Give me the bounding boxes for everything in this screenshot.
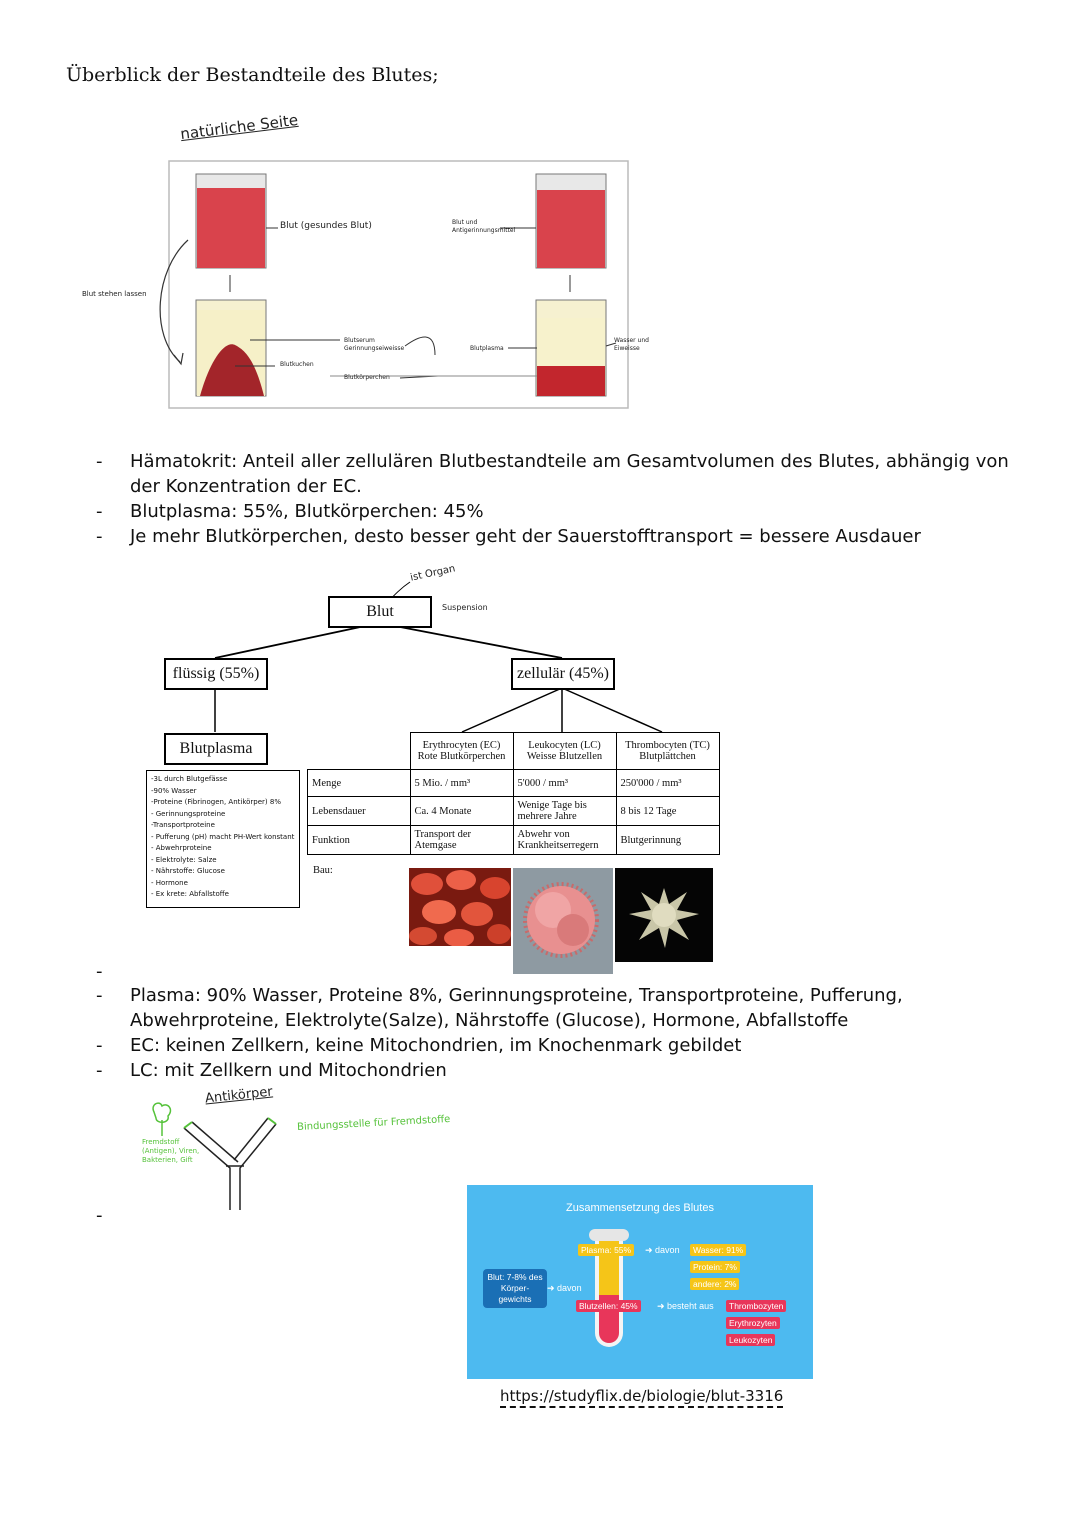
badge-leuko: Leukozyten (726, 1334, 776, 1346)
row-label: Menge (307, 769, 411, 797)
table-cell: Blutgerinnung (615, 825, 720, 855)
tree-lines (214, 581, 663, 733)
table-header-tc: Thrombocyten (TC) Blutplättchen (615, 732, 720, 770)
list-item: - (96, 961, 103, 982)
blood-composition-infographic: Zusammensetzung des Blutes Blut: 7-8% de… (467, 1185, 813, 1379)
bau-label: Bau: (313, 865, 333, 876)
label-davon-2: ➜ davon (645, 1245, 680, 1255)
antibody-binding-note: Bindungsstelle für Fremdstoffe (296, 1113, 451, 1134)
table-cell: 8 bis 12 Tage (615, 796, 720, 826)
table-cell: 5'000 / mm³ (512, 769, 617, 797)
badge-other: andere: 2% (690, 1278, 740, 1290)
source-link[interactable]: https://studyflix.de/biologie/blut-3316 (500, 1387, 784, 1408)
sketch-label-water: Wasser und Eiweisse (614, 337, 649, 352)
tree-node-plasma: Blutplasma (164, 733, 268, 765)
table-header-lc: Leukocyten (LC) Weisse Blutzellen (512, 732, 617, 770)
table-cell: Transport der Atemgase (409, 825, 514, 855)
plasma-notes-box: -3L durch Blutgefässe -90% Wasser -Prote… (146, 770, 300, 908)
list-item: - Elektrolyte: Salze (151, 855, 217, 864)
list-item: -3L durch Blutgefässe (151, 775, 228, 783)
infographic-title: Zusammensetzung des Blutes (566, 1202, 714, 1214)
sketch-label-let-stand: Blut stehen lassen (82, 290, 147, 298)
list-item: -Transportproteine (151, 821, 215, 829)
badge-thrombo: Thrombozyten (726, 1300, 787, 1312)
tree-node-cellular: zellulär (45%) (511, 658, 615, 690)
bullet-dash: - (96, 1205, 103, 1226)
badge-erythro: Erythrozyten (726, 1317, 780, 1329)
tree-root-blood: Blut (328, 596, 432, 628)
list-item: -EC: keinen Zellkern, keine Mitochondrie… (96, 1035, 742, 1056)
erythrocyte-image (409, 868, 511, 946)
bullet-list-1: -Hämatokrit: Anteil aller zellulären Blu… (96, 449, 1010, 549)
table-cell: 250'000 / mm³ (615, 769, 720, 797)
sketch-label-serum: Blutserum Gerinnungseiweisse (344, 337, 405, 352)
tree-node-liquid: flüssig (55%) (164, 658, 268, 690)
list-item: - Nährstoffe: Glucose (151, 867, 225, 875)
list-item: -Proteine (Fibrinogen, Antikörper) 8% (151, 798, 281, 806)
label-davon-1: ➜ davon (547, 1283, 582, 1293)
list-item: - Ex krete: Abfallstoffe (151, 890, 229, 898)
list-item: - Pufferung (pH) macht PH-Wert konstant (151, 832, 295, 841)
list-item: - Hormone (151, 878, 188, 887)
table-cell: Abwehr von Krankheitserregern (512, 825, 617, 855)
badge-protein: Protein: 7% (690, 1261, 740, 1273)
table-row: Funktion Transport der Atemgase Abwehr v… (307, 825, 720, 855)
sketch-label-plasma: Blutplasma (470, 345, 504, 352)
sketch-label-blood-anti: Blut und Antigerinnungsmittel (452, 219, 516, 234)
badge-blood: Blut: 7-8% des Körper-gewichts (483, 1269, 547, 1308)
table-cell: Ca. 4 Monate (409, 796, 514, 826)
list-item: -LC: mit Zellkern und Mitochondrien (96, 1060, 447, 1081)
row-label: Lebensdauer (307, 796, 411, 826)
badge-plasma: Plasma: 55% (578, 1244, 635, 1256)
antibody-foreign-note: Fremdstoff (Antigen), Viren, Bakterien, … (142, 1138, 200, 1164)
list-item: -Plasma: 90% Wasser, Proteine 8%, Gerinn… (96, 985, 903, 1031)
label-consists: ➜ besteht aus (657, 1301, 714, 1311)
row-label: Funktion (307, 825, 411, 855)
list-item: - Gerinnungsproteine (151, 809, 226, 818)
badge-cells: Blutzellen: 45% (576, 1300, 641, 1312)
badge-water: Wasser: 91% (690, 1244, 747, 1256)
table-header-ec: Erythrocyten (EC) Rote Blutkörperchen (409, 732, 514, 770)
table-header-row: Erythrocyten (EC) Rote Blutkörperchen Le… (308, 732, 720, 770)
sketch-label-blood: Blut (gesundes Blut) (280, 221, 372, 231)
list-item: - Abwehrproteine (151, 844, 212, 852)
table-row: Menge 5 Mio. / mm³ 5'000 / mm³ 250'000 /… (307, 769, 720, 797)
thrombocyte-image (615, 868, 713, 962)
tree-note-suspension: Suspension (442, 603, 488, 612)
list-item: -Je mehr Blutkörperchen, desto besser ge… (96, 526, 921, 547)
blood-settling-sketch (159, 160, 629, 409)
list-item: -Blutplasma: 55%, Blutkörperchen: 45% (96, 501, 484, 522)
sketch-label-cells: Blutkörperchen (344, 374, 390, 381)
list-item: -Hämatokrit: Anteil aller zellulären Blu… (96, 451, 1009, 497)
bullet-list-2: - -Plasma: 90% Wasser, Proteine 8%, Geri… (96, 959, 1010, 1083)
sketch-heading: natürliche Seite (179, 110, 300, 144)
table-cell: 5 Mio. / mm³ (409, 769, 514, 797)
sketch-label-clot: Blutkuchen (280, 361, 314, 368)
table-row: Lebensdauer Ca. 4 Monate Wenige Tage bis… (307, 796, 720, 826)
blood-cells-table: Erythrocyten (EC) Rote Blutkörperchen Le… (307, 732, 720, 855)
antibody-sketch (152, 1102, 277, 1210)
table-cell: Wenige Tage bis mehrere Jahre (512, 796, 617, 826)
list-item: -90% Wasser (151, 786, 197, 795)
leukocyte-image (513, 868, 613, 974)
page-title: Überblick der Bestandteile des Blutes; (66, 64, 439, 86)
